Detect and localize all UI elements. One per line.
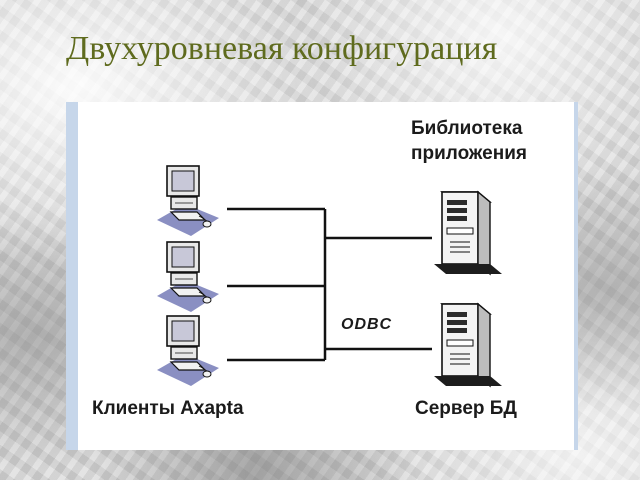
slide-title: Двухуровневая конфигурация [66,30,498,67]
application-server-icon [433,191,503,275]
diagram-panel: Библиотека приложения ODBC Клиенты Axapt… [66,102,578,450]
odbc-label: ODBC [341,316,393,333]
client-computer-icon [156,315,220,387]
network-lines [227,207,432,362]
app-library-label-line1: Библиотека [411,118,523,139]
database-server-icon [433,303,503,387]
app-library-label-line2: приложения [411,143,527,164]
client-computer-icon [156,165,220,237]
db-server-label: Сервер БД [415,398,517,419]
network-diagram [156,165,503,387]
client-computer-icon [156,241,220,313]
clients-label: Клиенты Axapta [92,398,244,419]
